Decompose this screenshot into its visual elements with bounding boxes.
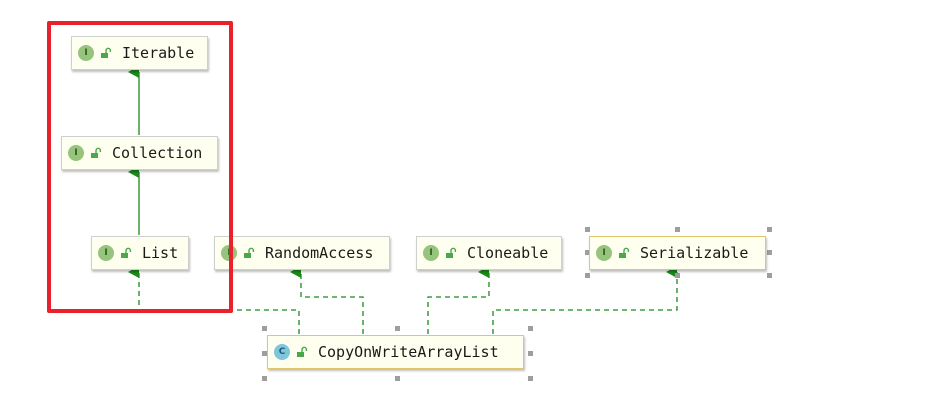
unlock-icon <box>297 346 308 357</box>
node-label: RandomAccess <box>265 244 374 262</box>
selection-handle[interactable] <box>585 273 590 278</box>
edge-cow-to-serializable <box>492 266 678 334</box>
node-copyonwritearraylist[interactable]: C CopyOnWriteArrayList <box>267 335 524 369</box>
selection-handle[interactable] <box>262 351 267 356</box>
node-label: CopyOnWriteArrayList <box>318 343 499 361</box>
selection-handle[interactable] <box>528 351 533 356</box>
interface-badge-icon: I <box>68 145 84 161</box>
interface-badge-icon: I <box>423 245 439 261</box>
selection-handle[interactable] <box>767 250 772 255</box>
node-label: Serializable <box>640 244 749 262</box>
interface-badge-icon: I <box>78 45 94 61</box>
interface-badge-icon: I <box>98 245 114 261</box>
node-cloneable[interactable]: I Cloneable <box>416 236 562 270</box>
selection-handle[interactable] <box>675 273 680 278</box>
node-serializable[interactable]: I Serializable <box>589 236 766 270</box>
unlock-icon <box>244 247 255 258</box>
node-label: Cloneable <box>467 244 549 262</box>
unlock-icon <box>121 247 132 258</box>
node-list[interactable]: I List <box>91 236 189 270</box>
edge-cow-to-randomaccess <box>290 266 364 334</box>
node-iterable[interactable]: I Iterable <box>71 36 208 70</box>
selection-handle[interactable] <box>528 376 533 381</box>
class-badge-icon: C <box>274 344 290 360</box>
edge-cow-to-cloneable <box>427 266 490 334</box>
selection-handle[interactable] <box>395 326 400 331</box>
selection-handle[interactable] <box>585 250 590 255</box>
selection-handle[interactable] <box>767 227 772 232</box>
selection-handle[interactable] <box>767 273 772 278</box>
unlock-icon <box>91 147 102 158</box>
selection-handle[interactable] <box>585 227 590 232</box>
selection-handle[interactable] <box>675 227 680 232</box>
selection-handle[interactable] <box>262 376 267 381</box>
highlight-box <box>47 21 233 313</box>
selection-handle[interactable] <box>528 326 533 331</box>
unlock-icon <box>446 247 457 258</box>
unlock-icon <box>101 47 112 58</box>
interface-badge-icon: I <box>596 245 612 261</box>
node-label: List <box>142 244 179 262</box>
node-randomaccess[interactable]: I RandomAccess <box>214 236 390 270</box>
unlock-icon <box>619 247 630 258</box>
node-collection[interactable]: I Collection <box>61 136 218 170</box>
node-label: Collection <box>112 144 203 162</box>
selection-handle[interactable] <box>262 326 267 331</box>
selection-handle[interactable] <box>395 376 400 381</box>
node-label: Iterable <box>122 44 195 62</box>
